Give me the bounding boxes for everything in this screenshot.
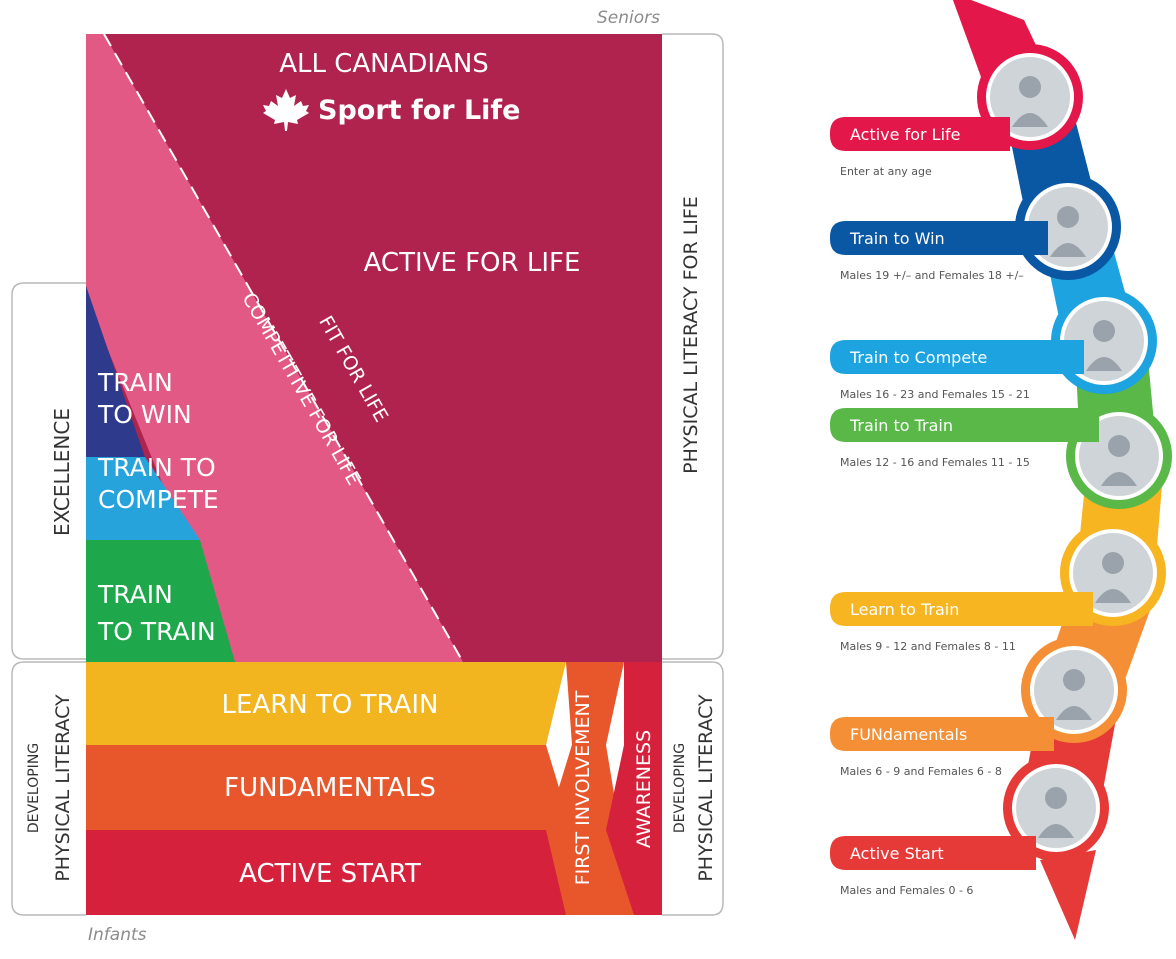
stage-label: Active for Life <box>850 125 961 144</box>
athlete-body-icon <box>1012 113 1048 127</box>
stage-label-tab <box>830 408 1099 442</box>
stage-label: FUNdamentals <box>850 725 967 744</box>
stage-label: Learn to Train <box>850 600 959 619</box>
maple-leaf-icon <box>263 89 309 131</box>
athlete-icon <box>1102 552 1124 574</box>
stage-label-tab <box>830 117 1010 151</box>
first-involvement-band <box>546 662 634 915</box>
athlete-icon <box>1019 76 1041 98</box>
ribbon-tail <box>1040 850 1096 940</box>
athlete-icon <box>1057 206 1079 228</box>
fundamentals-band <box>86 745 572 830</box>
athlete-body-icon <box>1056 706 1092 720</box>
train-to-train-secondary: TO TRAIN <box>97 617 216 646</box>
athlete-body-icon <box>1101 472 1137 486</box>
stage-label: Train to Train <box>849 416 953 435</box>
train-to-train-fill <box>86 540 235 662</box>
stage-age-range: Enter at any age <box>840 165 932 178</box>
awareness-label: AWARENESS <box>633 730 655 848</box>
stage-age-range: Males 12 - 16 and Females 11 - 15 <box>840 456 1030 469</box>
developing-left-bracket <box>11 661 86 916</box>
stage-age-range: Males 19 +/– and Females 18 +/– <box>840 269 1024 282</box>
train-to-win-line1: TRAIN <box>97 368 173 397</box>
athlete-icon <box>1045 787 1067 809</box>
learn-to-train-label: LEARN TO TRAIN <box>222 690 439 720</box>
stage-label-tab <box>830 717 1054 751</box>
train-to-train-primary: TRAIN <box>97 580 173 609</box>
first-involvement-label: FIRST INVOLVEMENT <box>572 690 594 885</box>
excellence-bracket <box>11 282 86 660</box>
athlete-icon <box>1108 435 1130 457</box>
train-to-win-line2: TO WIN <box>97 400 192 429</box>
stage-label: Train to Win <box>849 229 945 248</box>
stage-age-range: Males and Females 0 - 6 <box>840 884 973 897</box>
developing-right-line2: PHYSICAL LITERACY <box>695 694 717 882</box>
sport-for-life-logo: Sport for Life <box>263 89 520 131</box>
stage-label: Train to Compete <box>849 348 987 367</box>
stage-label: Active Start <box>850 844 944 863</box>
developing-left-line2: PHYSICAL LITERACY <box>52 694 74 882</box>
athlete-body-icon <box>1050 243 1086 257</box>
developing-left-line1: DEVELOPING <box>26 743 42 833</box>
active-start-band <box>86 830 566 915</box>
train-to-win-block <box>86 286 145 457</box>
fundamentals-label: FUNDAMENTALS <box>224 773 436 803</box>
left-diagram: Sport for Life ALL CANADIANS ACTIVE FOR … <box>11 8 724 945</box>
competitive-for-life-band <box>86 34 463 662</box>
awareness-band <box>606 662 662 915</box>
learn-to-train-band <box>86 662 566 745</box>
fit-for-life-divider <box>103 33 464 663</box>
physical-literacy-for-life-bracket <box>662 33 724 660</box>
developing-right-bracket <box>662 661 724 916</box>
all-canadians-heading: ALL CANADIANS <box>279 49 489 79</box>
active-start-label: ACTIVE START <box>239 859 421 889</box>
infants-caption: Infants <box>88 925 147 945</box>
stage-label-tab <box>830 340 1084 374</box>
train-to-compete-fill <box>86 457 200 540</box>
seniors-caption: Seniors <box>597 8 660 28</box>
stage-label-tab <box>830 592 1093 626</box>
physical-literacy-for-life-label: PHYSICAL LITERACY FOR LIFE <box>680 196 702 474</box>
athlete-body-icon <box>1038 824 1074 838</box>
developing-right-line1: DEVELOPING <box>672 743 688 833</box>
athlete-body-icon <box>1086 357 1122 371</box>
first-involvement-cover <box>546 745 598 830</box>
logo-text: Sport for Life <box>318 95 520 126</box>
athlete-icon <box>1063 669 1085 691</box>
train-to-compete-line2: COMPETE <box>98 485 219 514</box>
stage-age-range: Males 9 - 12 and Females 8 - 11 <box>840 640 1016 653</box>
athlete-icon <box>1093 320 1115 342</box>
stage-age-range: Males 6 - 9 and Females 6 - 8 <box>840 765 1002 778</box>
stage-label-tab <box>830 836 1036 870</box>
excellence-label: EXCELLENCE <box>50 408 74 536</box>
active-for-life-label: ACTIVE FOR LIFE <box>364 248 581 278</box>
stage-age-range: Males 16 - 23 and Females 15 - 21 <box>840 388 1030 401</box>
athlete-body-icon <box>1095 589 1131 603</box>
stage-label-tab <box>830 221 1048 255</box>
train-to-compete-line1: TRAIN TO <box>97 453 216 482</box>
